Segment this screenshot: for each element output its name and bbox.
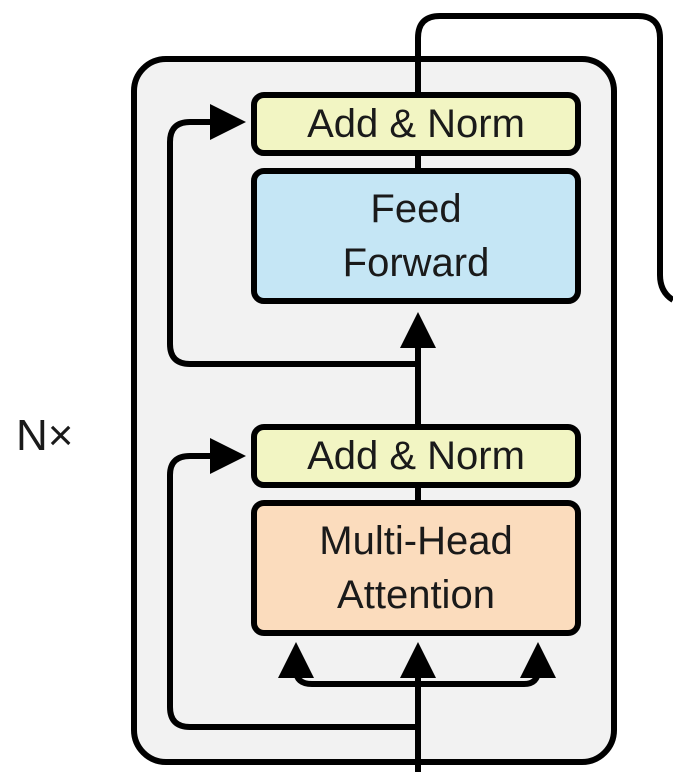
feed-forward-label-line-1: Feed [370, 187, 462, 231]
encoder-layer-container [131, 56, 617, 765]
feed-forward-label-line-2: Forward [342, 241, 490, 285]
output-connector-line [415, 13, 673, 303]
multi-head-attention-label: Multi-Head Attention [254, 503, 578, 633]
residual-connection-bottom [167, 438, 418, 730]
multi-head-attention-box [251, 500, 581, 636]
repeat-count-label: N× [16, 411, 74, 460]
add-norm-top-label: Add & Norm [307, 102, 525, 146]
add-norm-bottom-label: Add & Norm [307, 434, 525, 478]
attention-label-line-2: Attention [337, 573, 495, 617]
feed-forward-label: Feed Forward [254, 171, 578, 301]
add-norm-top-box [251, 92, 581, 156]
add-norm-bottom-box [251, 424, 581, 488]
residual-connection-top [167, 104, 418, 367]
attention-label-line-1: Multi-Head [319, 519, 513, 563]
feed-forward-box [251, 168, 581, 304]
